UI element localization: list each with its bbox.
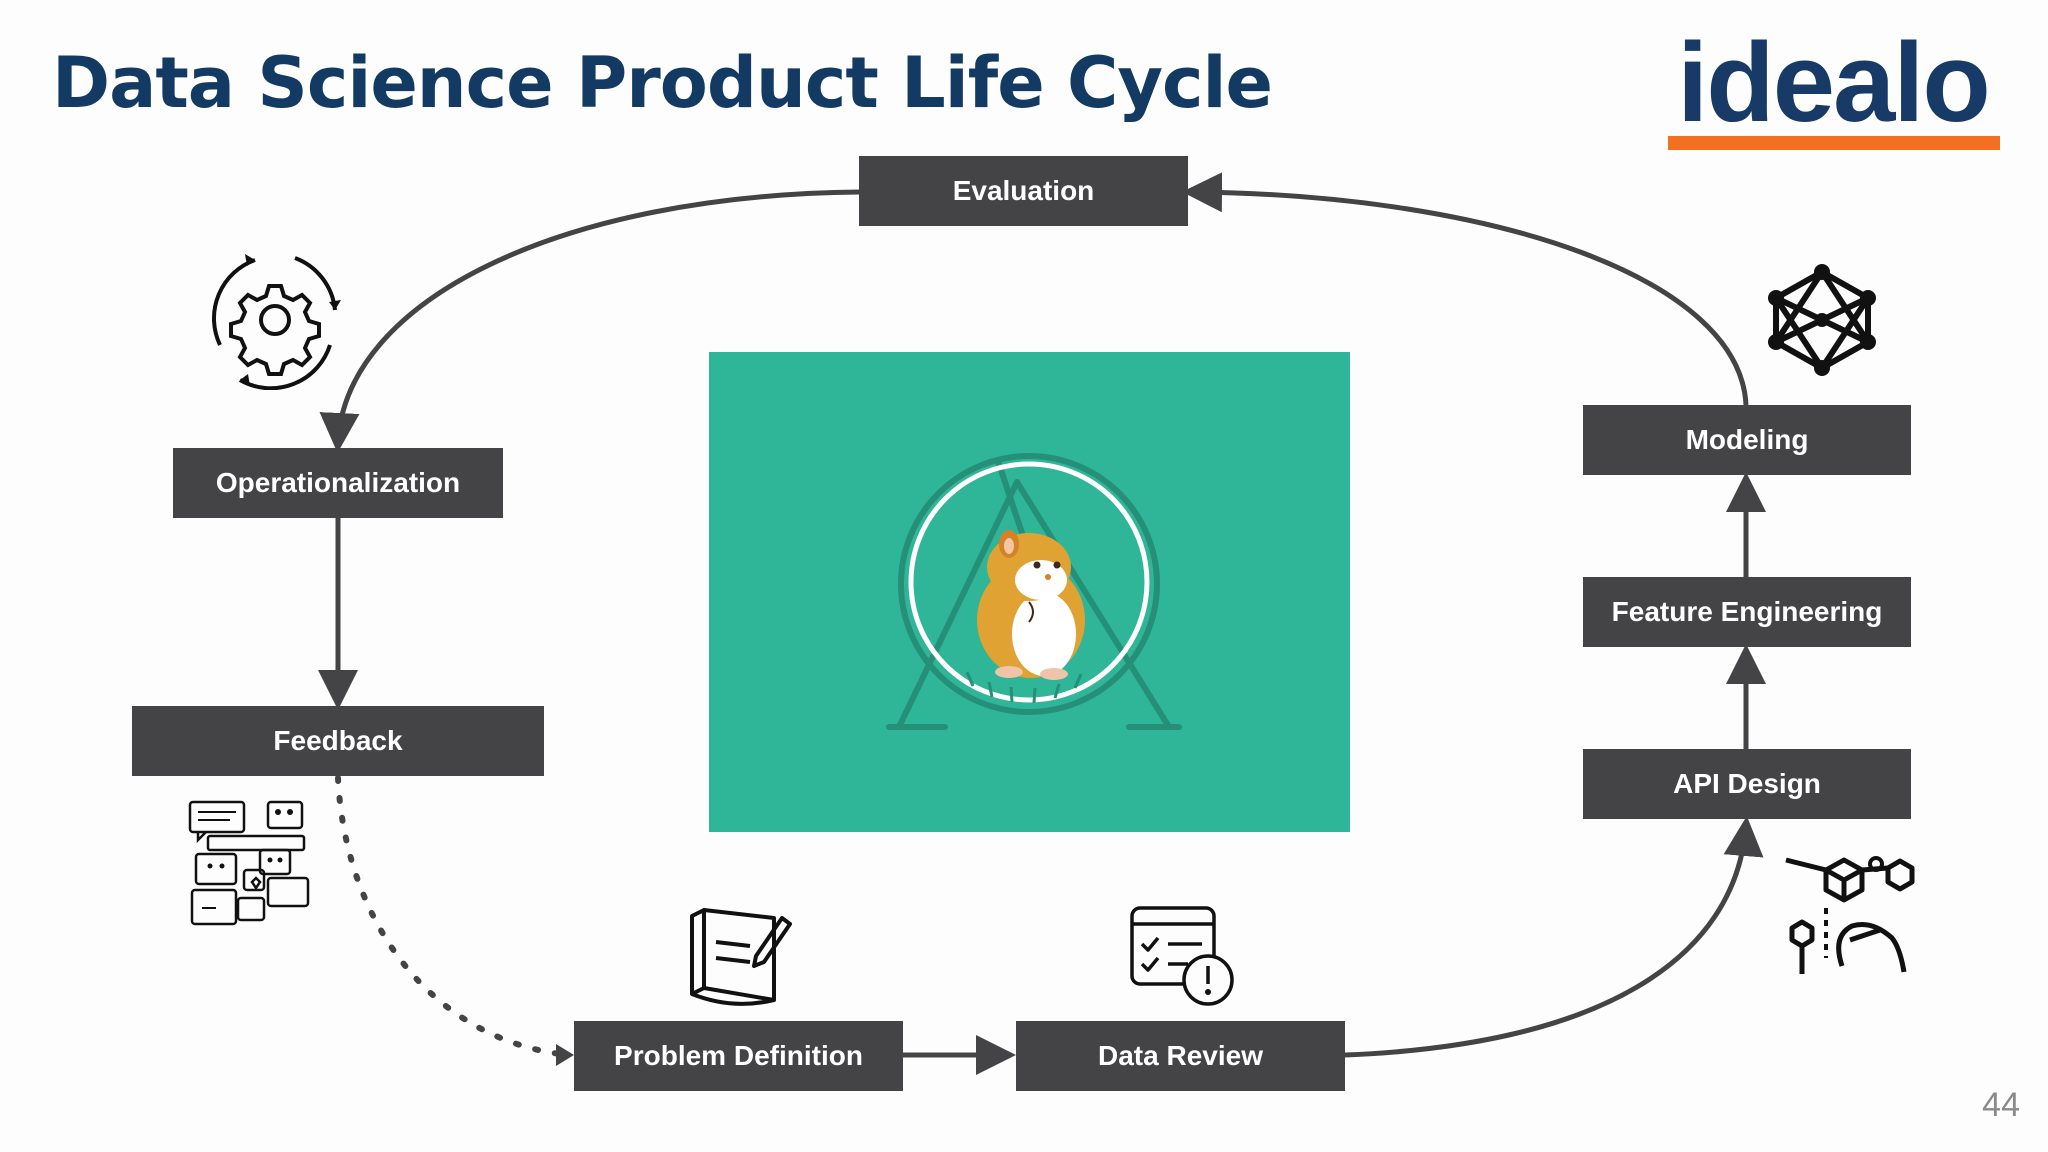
logo-underline-bar bbox=[1668, 136, 2000, 150]
checklist-alert-icon bbox=[1130, 906, 1234, 1006]
hamster-wheel-panel bbox=[709, 352, 1350, 832]
connector-modeling-to-evaluation bbox=[1182, 172, 1749, 406]
notebook-pen-icon bbox=[690, 908, 792, 1006]
stage-evaluation[interactable]: Evaluation bbox=[859, 156, 1188, 226]
connector-evaluation-to-operationalization bbox=[319, 189, 860, 453]
dotted-arrowhead bbox=[556, 1044, 574, 1066]
stage-modeling[interactable]: Modeling bbox=[1583, 405, 1911, 475]
stage-problem-definition[interactable]: Problem Definition bbox=[574, 1021, 903, 1091]
connector-feedback-to-problem-definition bbox=[335, 775, 571, 1058]
page-number: 44 bbox=[1982, 1086, 2020, 1124]
stage-feedback[interactable]: Feedback bbox=[132, 706, 544, 776]
logo-wordmark: idealo bbox=[1677, 20, 1991, 145]
stage-api-design[interactable]: API Design bbox=[1583, 749, 1911, 819]
stage-data-review[interactable]: Data Review bbox=[1016, 1021, 1345, 1091]
hamster-icon bbox=[977, 530, 1085, 680]
cube-connections-icon bbox=[1785, 856, 1915, 974]
idealo-logo: idealo bbox=[1660, 20, 2006, 156]
slide-title: Data Science Product Life Cycle bbox=[52, 42, 1273, 124]
feedback-chat-icon bbox=[188, 800, 310, 926]
gear-cycle-icon bbox=[212, 254, 341, 390]
hamster-wheel-illustration bbox=[886, 453, 1182, 730]
connector-data-review-to-api-design bbox=[1344, 816, 1764, 1058]
stage-feature-engineering[interactable]: Feature Engineering bbox=[1583, 577, 1911, 647]
neural-network-icon bbox=[1768, 264, 1876, 376]
stage-operationalization[interactable]: Operationalization bbox=[173, 448, 503, 518]
